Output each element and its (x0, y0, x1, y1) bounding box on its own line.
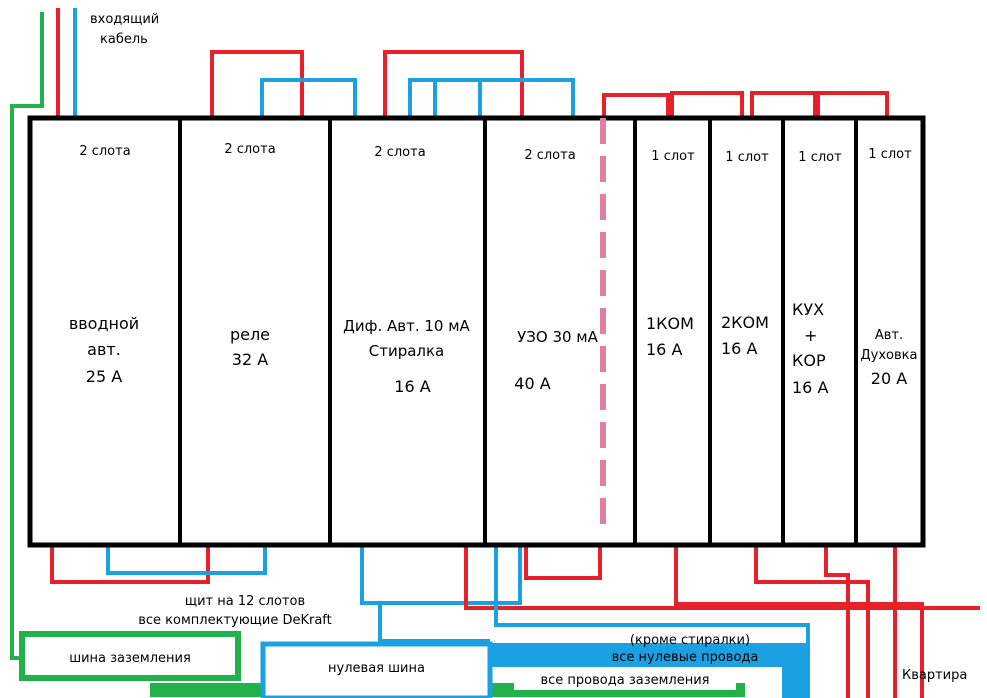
module-3-slots: 2 слота (374, 145, 426, 160)
module-7-name-1: КУХ (792, 300, 825, 319)
module-4-slots: 2 слота (524, 148, 576, 163)
ground-note: все провода заземления (540, 673, 710, 688)
neutral-bus (260, 641, 493, 698)
phase-jumper-relay-rcd (383, 50, 524, 118)
apartment-label: Квартира (902, 668, 968, 683)
module-5-rating: 16 А (646, 340, 683, 359)
neutral-jumper-relay-rcd (408, 78, 482, 118)
module-2-name-1: реле (229, 325, 271, 344)
module-6-rating: 16 А (721, 339, 758, 358)
panel-caption-1: щит на 12 слотов (184, 594, 306, 609)
module-3-rating: 16 А (394, 377, 431, 396)
phase-comb-4 (816, 91, 889, 118)
ground-bus (19, 631, 241, 681)
module-1-slots: 2 слота (79, 144, 131, 159)
phase-2kom-out (754, 546, 870, 698)
incoming-cable-label-2: кабель (100, 32, 148, 47)
neutral-bundle (490, 643, 806, 698)
module-4-name-1: УЗО 30 мА (517, 328, 598, 346)
module-8-name-2: Духовка (860, 348, 918, 363)
module-1-name-1: вводной (68, 314, 140, 333)
module-6-name-1: 2КОМ (721, 313, 769, 332)
module-5-name-1: 1КОМ (646, 314, 694, 333)
neutral-bus-label: нулевая шина (328, 661, 425, 676)
phase-main-to-relay (50, 546, 210, 584)
module-7-name-3: КОР (792, 351, 826, 370)
module-1-name-2: авт. (87, 340, 121, 359)
ground-bus-label: шина заземления (69, 651, 191, 666)
neutral-note-2: все нулевые провода (611, 650, 759, 665)
module-8-rating: 20 А (870, 369, 908, 388)
phase-kuh-out (824, 546, 850, 698)
neutral-jumper-main-relay (260, 78, 357, 118)
module-1-rating: 25 А (85, 367, 123, 386)
module-8-slots: 1 слот (868, 147, 912, 162)
module-8-name-1: Авт. (874, 328, 904, 343)
phase-jumper-main-relay (210, 50, 304, 118)
panel-caption-2: все комплектующие DeKraft (138, 613, 332, 628)
ground-note-box (514, 670, 736, 690)
phase-difav-out (464, 546, 980, 610)
neutral-rcd-to-bus (494, 546, 810, 698)
phase-comb-2 (670, 91, 744, 118)
phase-comb-1 (602, 93, 670, 118)
module-7-slots: 1 слот (798, 150, 842, 165)
module-5-slots: 1 слот (651, 149, 695, 164)
neutral-main-to-relay (106, 546, 267, 575)
phase-rcd-loop (524, 546, 602, 580)
neutral-difav-out (360, 546, 522, 605)
module-3-name-2: Стиралка (368, 342, 445, 360)
neutral-difav-to-bus (378, 603, 490, 643)
module-6-slots: 1 слот (725, 150, 769, 165)
phase-comb-3 (750, 91, 817, 118)
phase-1kom-out (674, 546, 924, 698)
module-2-slots: 2 слота (224, 142, 276, 157)
neutral-note-1: (кроме стиралки) (629, 633, 751, 648)
module-7-rating: 16 А (792, 378, 829, 397)
incoming-cable-label-1: входящий (90, 12, 160, 27)
module-3-name-1: Диф. Авт. 10 мА (343, 317, 470, 335)
module-7-name-2: + (804, 326, 818, 345)
incoming-ground-wire (10, 12, 44, 660)
neutral-jumper-rcd (433, 78, 575, 118)
module-2-rating: 32 А (231, 350, 269, 369)
module-4-rating: 40 А (514, 374, 551, 393)
